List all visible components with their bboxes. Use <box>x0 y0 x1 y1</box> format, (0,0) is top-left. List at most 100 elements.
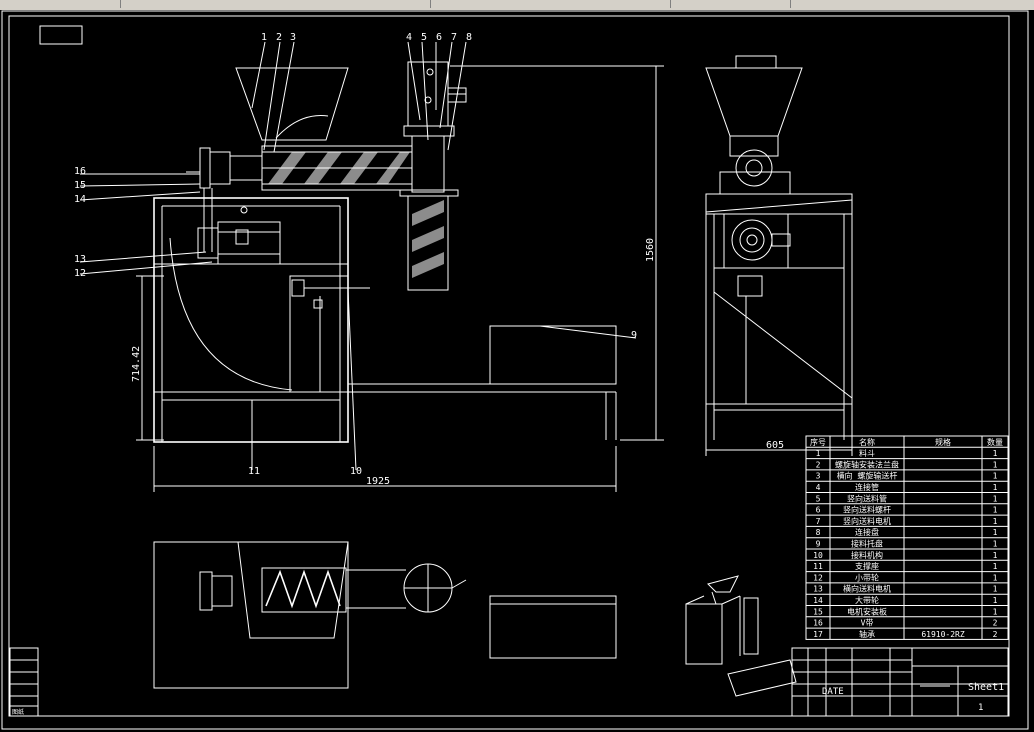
svg-text:1: 1 <box>261 32 267 43</box>
corner-label-box <box>39 25 83 45</box>
bom-cell-no: 3 <box>816 472 821 481</box>
svg-text:13: 13 <box>74 254 86 265</box>
svg-text:9: 9 <box>631 330 637 341</box>
svg-text:14: 14 <box>74 194 86 205</box>
bom-cell-no: 13 <box>813 585 823 594</box>
toolbar-button-group[interactable] <box>0 0 121 8</box>
bom-cell-qty: 1 <box>993 551 998 560</box>
main-frame <box>153 197 349 443</box>
left-revision-block: 图纸 <box>9 647 39 717</box>
bom-cell-qty: 1 <box>993 506 998 515</box>
svg-text:8: 8 <box>466 32 472 43</box>
bom-cell-no: 7 <box>816 517 821 526</box>
bom-cell-no: 8 <box>816 528 821 537</box>
bom-cell-no: 9 <box>816 540 821 549</box>
bom-cell-no: 11 <box>813 562 823 571</box>
bom-cell-name: 大带轮 <box>855 595 879 605</box>
bom-cell-name: 接料托盘 <box>851 539 883 549</box>
bom-cell-no: 17 <box>813 630 823 639</box>
horizontal-motor <box>217 221 281 265</box>
bom-cell-qty: 1 <box>993 607 998 616</box>
isometric-view <box>685 575 797 697</box>
title-block: DATE Sheet1 1 <box>791 647 1009 717</box>
application-toolbar-strip <box>0 0 1034 10</box>
svg-text:6: 6 <box>436 32 442 43</box>
sheet-outer-border <box>1 10 1029 730</box>
bom-cell-no: 12 <box>813 573 823 582</box>
collecting-mechanism <box>289 275 349 393</box>
top-view <box>153 541 617 689</box>
bom-cell-name: 横向送料电机 <box>843 584 891 594</box>
front-view: 1 2 3 4 5 6 7 8 9 10 11 12 13 14 15 16 1… <box>74 32 664 492</box>
svg-text:15: 15 <box>74 180 86 191</box>
svg-text:12: 12 <box>74 268 86 279</box>
bom-header-cell: 规格 <box>935 437 951 447</box>
bom-cell-name: 竖向送料管 <box>847 493 887 503</box>
vertical-feed-tube <box>407 195 449 291</box>
bom-cell-qty: 1 <box>993 562 998 571</box>
bom-cell-qty: 1 <box>993 528 998 537</box>
bom-cell-no: 6 <box>816 506 821 515</box>
side-view: 605 <box>705 55 853 456</box>
bom-header-cell: 数量 <box>987 437 1003 447</box>
bom-cell-qty: 1 <box>993 585 998 594</box>
dim-total-height: 1560 <box>645 238 656 262</box>
bom-cell-name: 连接盘 <box>855 527 879 537</box>
bom-cell-no: 14 <box>813 596 823 605</box>
dim-total-length: 1925 <box>366 476 390 487</box>
toolbar-button-group[interactable] <box>590 0 671 8</box>
flange-plate <box>199 147 211 189</box>
bom-cell-name: V带 <box>861 619 874 628</box>
bom-cell-qty: 2 <box>993 619 998 628</box>
bom-cell-no: 10 <box>813 551 823 560</box>
svg-text:16: 16 <box>74 166 86 177</box>
bom-cell-no: 16 <box>813 619 823 628</box>
bom-cell-qty: 1 <box>993 540 998 549</box>
bom-cell-qty: 1 <box>993 573 998 582</box>
left-block-label: 图纸 <box>12 708 24 716</box>
bom-cell-name: 横向 螺旋输送杆 <box>837 471 898 481</box>
horizontal-screw-flights <box>262 152 412 184</box>
toolbar-button-group[interactable] <box>350 0 431 8</box>
svg-text:11: 11 <box>248 466 260 477</box>
cad-drawing-canvas[interactable]: 图纸 <box>0 10 1034 732</box>
svg-text:2: 2 <box>276 32 282 43</box>
bom-cell-no: 1 <box>816 449 821 458</box>
dim-side-width: 605 <box>766 440 784 451</box>
bom-cell-name: 小带轮 <box>855 572 879 582</box>
collecting-tray <box>489 325 617 385</box>
title-sheet-name: Sheet1 <box>968 682 1004 693</box>
bom-cell-name: 竖向送料螺杆 <box>843 505 891 515</box>
bom-cell-name: 竖向送料电机 <box>843 516 891 526</box>
hopper <box>235 67 349 141</box>
toolbar-button-group[interactable] <box>700 0 791 8</box>
bom-cell-qty: 1 <box>993 494 998 503</box>
bom-cell-name: 支撑座 <box>855 561 879 571</box>
vertical-screw-flights <box>412 200 444 278</box>
title-sheet-number: 1 <box>978 703 983 713</box>
sheet-inner-border <box>8 15 1010 717</box>
bom-cell-qty: 2 <box>993 630 998 639</box>
svg-text:7: 7 <box>451 32 457 43</box>
bom-cell-name: 电机安装板 <box>847 606 887 616</box>
svg-text:4: 4 <box>406 32 412 43</box>
bom-cell-name: 螺旋轴安装法兰盘 <box>835 459 899 469</box>
svg-text:3: 3 <box>290 32 296 43</box>
dimension-lines: 1560 714.42 1925 <box>131 65 664 492</box>
bom-header-cell: 名称 <box>859 437 875 447</box>
bom-cell-no: 5 <box>816 494 821 503</box>
bom-cell-qty: 1 <box>993 460 998 469</box>
bom-cell-no: 15 <box>813 607 823 616</box>
bom-header-cell: 序号 <box>810 437 826 447</box>
bom-cell-qty: 1 <box>993 517 998 526</box>
bom-cell-name: 接料机构 <box>851 550 883 560</box>
part-callouts: 1 2 3 4 5 6 7 8 9 10 11 12 13 14 15 16 <box>74 32 637 477</box>
bom-cell-qty: 1 <box>993 449 998 458</box>
bom-cell-qty: 1 <box>993 472 998 481</box>
bom-cell-name: 轴承 <box>859 629 875 639</box>
bom-cell-qty: 1 <box>993 596 998 605</box>
bom-cell-qty: 1 <box>993 483 998 492</box>
dim-frame-height: 714.42 <box>131 346 142 382</box>
title-date-label: DATE <box>822 687 844 697</box>
